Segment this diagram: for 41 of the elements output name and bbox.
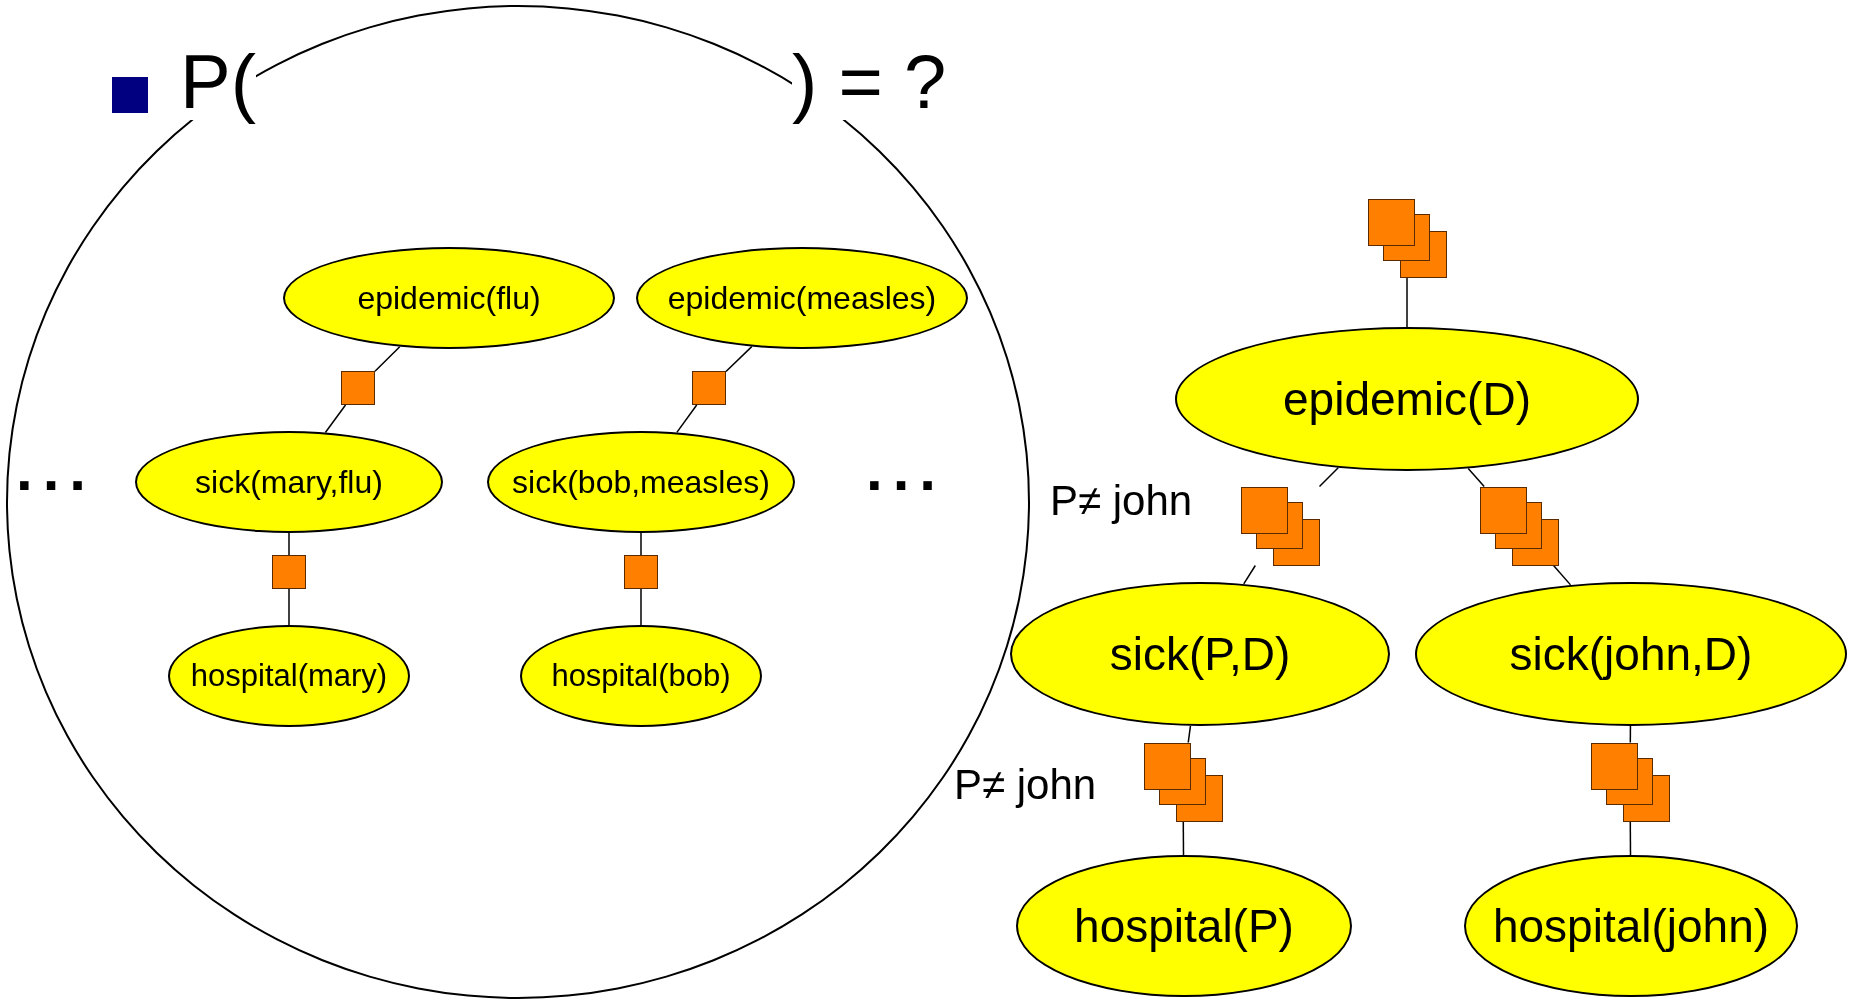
constraint-label: P≠ john: [1050, 480, 1193, 522]
connector-line: [288, 532, 290, 556]
node-label: hospital(bob): [551, 658, 731, 694]
stacked-squares: [1143, 742, 1223, 822]
stacked-squares: [1240, 486, 1320, 566]
connector-line: [676, 404, 698, 434]
connector-line: [1467, 467, 1485, 488]
node-label: hospital(P): [1074, 899, 1294, 953]
connector-line: [640, 532, 642, 556]
connector-line: [725, 345, 753, 373]
node-label: epidemic(D): [1283, 372, 1531, 426]
connector-line: [288, 588, 290, 626]
connector-line: [1243, 564, 1257, 585]
ellipsis: ...: [16, 440, 96, 500]
connector-line: [1318, 467, 1339, 488]
node-label: sick(bob,measles): [512, 463, 770, 501]
connector-line: [1187, 725, 1192, 744]
constraint-label: P≠ john: [954, 764, 1097, 806]
stacked-squares: [1590, 742, 1670, 822]
factor-square: [692, 371, 726, 405]
factor-square: [272, 555, 306, 589]
ellipsis: ...: [866, 440, 946, 500]
node-label: hospital(mary): [190, 658, 388, 694]
factor-square: [341, 371, 375, 405]
factor-square: [624, 555, 658, 589]
node-label: sick(P,D): [1109, 627, 1291, 681]
node-label: hospital(john): [1492, 899, 1770, 953]
connector-line: [324, 404, 347, 434]
stacked-squares: [1479, 486, 1559, 566]
connector-line: [1182, 820, 1185, 856]
connector-line: [1406, 276, 1408, 328]
connector-line: [640, 588, 642, 626]
connector-line: [1629, 725, 1632, 744]
connector-line: [1552, 564, 1572, 586]
connector-line: [374, 345, 401, 372]
node-label: epidemic(flu): [357, 279, 541, 317]
node-label: sick(mary,flu): [195, 463, 383, 501]
stacked-squares: [1367, 198, 1447, 278]
connector-line: [1629, 820, 1632, 856]
node-label: sick(john,D): [1509, 627, 1753, 681]
node-label: epidemic(measles): [667, 279, 937, 317]
